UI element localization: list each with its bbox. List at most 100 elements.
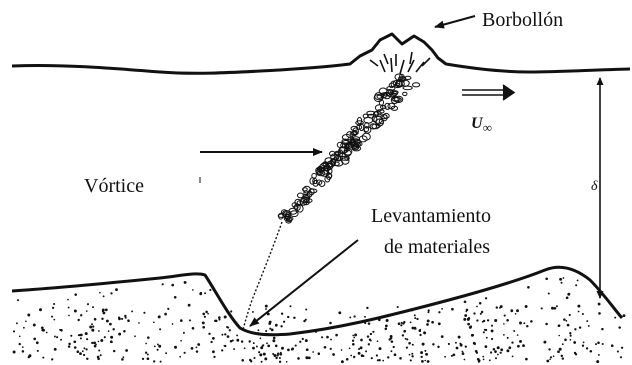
sediment-dot xyxy=(567,293,570,296)
sediment-dot xyxy=(73,340,76,343)
sediment-dot xyxy=(491,338,493,340)
sediment-dot xyxy=(441,308,443,310)
sediment-dot xyxy=(174,296,177,299)
sediment-dot xyxy=(27,314,30,317)
sediment-dot xyxy=(102,311,105,314)
sediment-dot xyxy=(89,326,92,329)
sediment-dot xyxy=(28,356,30,358)
sediment-dot xyxy=(479,302,482,305)
sediment-dot xyxy=(481,311,483,313)
sediment-dot xyxy=(500,348,503,351)
sediment-dot xyxy=(569,332,571,334)
sediment-dot xyxy=(570,335,572,337)
sediment-dot xyxy=(476,352,478,354)
sediment-dot xyxy=(260,337,262,339)
sediment-dot xyxy=(131,310,133,312)
sediment-dot xyxy=(330,348,332,350)
sediment-dot xyxy=(506,319,509,322)
sediment-dot xyxy=(470,325,472,327)
sediment-dot xyxy=(98,330,100,332)
sediment-dot xyxy=(427,319,430,322)
sediment-dot xyxy=(17,299,19,301)
sediment-dot xyxy=(377,359,379,361)
sediment-dot xyxy=(312,351,314,353)
sediment-dot xyxy=(153,321,155,323)
sediment-dot xyxy=(192,327,195,330)
sediment-dot xyxy=(574,328,576,330)
sediment-dot xyxy=(516,309,519,312)
sediment-dot xyxy=(346,358,349,361)
sediment-dot xyxy=(399,357,402,360)
vortex-bubble xyxy=(413,83,420,87)
sediment-dot xyxy=(86,338,88,340)
sediment-dot xyxy=(229,329,231,331)
sediment-dot xyxy=(98,341,100,343)
sediment-dot xyxy=(441,335,444,338)
sediment-dot xyxy=(464,300,467,303)
sediment-dot xyxy=(70,335,72,337)
levantamiento-arrow xyxy=(250,240,358,326)
levantamiento-label-line2: de materiales xyxy=(384,236,490,258)
sediment-dot xyxy=(264,357,267,360)
water-surface-line xyxy=(12,34,630,73)
sediment-dot xyxy=(76,350,79,353)
sediment-dot xyxy=(276,354,278,356)
sediment-dot xyxy=(564,339,567,342)
sediment-dot xyxy=(512,356,514,358)
sediment-dot xyxy=(268,322,271,325)
sediment-dot xyxy=(499,307,501,309)
sediment-dot xyxy=(112,328,114,330)
sediment-dot xyxy=(575,284,577,286)
sediment-dot xyxy=(52,307,54,309)
sediment-dot xyxy=(526,325,528,327)
sediment-dot xyxy=(145,343,147,345)
sediment-dot xyxy=(33,338,36,341)
sediment-dot xyxy=(385,328,388,331)
sediment-dot xyxy=(598,312,601,315)
sediment-dot xyxy=(306,348,309,351)
sediment-dot xyxy=(366,307,368,309)
sediment-dot xyxy=(253,342,255,344)
sediment-dot xyxy=(379,347,382,350)
sediment-dot xyxy=(617,350,619,352)
vortex-bubble xyxy=(403,86,412,90)
sediment-dot xyxy=(543,341,546,344)
sediment-dot xyxy=(354,333,357,336)
sediment-dot xyxy=(265,305,268,308)
sediment-dot xyxy=(444,356,446,358)
sediment-dot xyxy=(583,342,585,344)
sediment-dot xyxy=(303,320,305,322)
sediment-dot xyxy=(476,319,478,321)
sediment-dot xyxy=(578,311,580,313)
sediment-dot xyxy=(157,343,159,345)
sediment-dot xyxy=(411,353,413,355)
sediment-dot xyxy=(523,322,525,324)
sediment-dot xyxy=(74,310,77,313)
sediment-dot xyxy=(590,350,593,353)
sediment-dot xyxy=(413,327,416,330)
sediment-dot xyxy=(486,337,488,339)
sediment-dot xyxy=(527,286,530,289)
sediment-dot xyxy=(13,351,16,354)
vortex-bubble xyxy=(374,116,382,123)
velocity-label: U∞ xyxy=(471,115,492,135)
sediment-dot xyxy=(566,296,569,299)
sediment-dot xyxy=(101,318,103,320)
sediment-dot xyxy=(143,312,145,314)
sediment-dot xyxy=(559,348,562,351)
sediment-dot xyxy=(421,360,424,363)
levantamiento-label-line1: Levantamiento xyxy=(371,205,491,227)
sediment-dot xyxy=(218,319,220,321)
sediment-dot xyxy=(541,307,543,309)
sediment-dot xyxy=(424,350,426,352)
sediment-dot xyxy=(123,356,125,358)
sediment-dot xyxy=(253,357,255,359)
sediment-dot xyxy=(266,342,268,344)
sediment-dot xyxy=(525,305,528,308)
sediment-dot xyxy=(388,338,390,340)
sediment-dot xyxy=(601,328,603,330)
sediment-dot xyxy=(504,315,506,317)
sediment-dot xyxy=(582,313,584,315)
sediment-dot xyxy=(561,282,563,284)
sediment-dot xyxy=(614,317,616,319)
